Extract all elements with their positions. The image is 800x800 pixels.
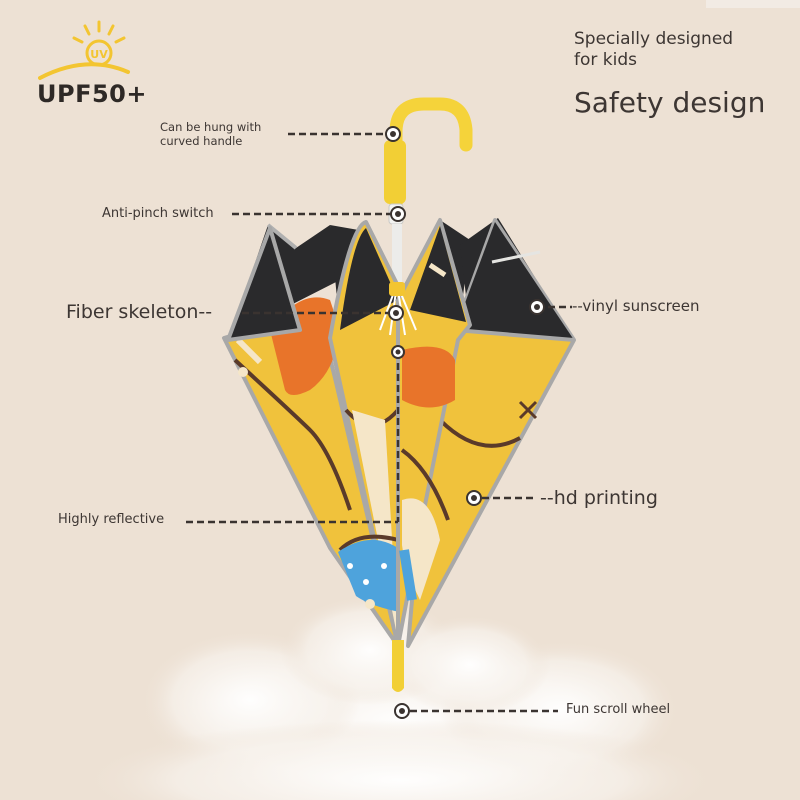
sun-uv-icon: UV (38, 20, 130, 80)
handle-callout-line1: Can be hung with (160, 120, 262, 134)
handle-grip (384, 140, 406, 204)
scroll-wheel-tip (392, 640, 404, 692)
printing-callout: --hd printing (540, 487, 658, 509)
heading-subtitle-line2: for kids (574, 50, 637, 70)
curved-handle (389, 97, 473, 222)
reflective-callout: Highly reflective (58, 512, 165, 527)
page-title: Safety design (574, 86, 766, 119)
heading-subtitle: Specially designed for kids (574, 29, 733, 71)
skeleton-callout: Fiber skeleton-- (66, 301, 213, 323)
handle-callout-line2: curved handle (160, 134, 243, 148)
heading-subtitle-line1: Specially designed (574, 29, 734, 49)
uv-text: UV (90, 48, 108, 61)
sunscreen-callout: --vinyl sunscreen (572, 297, 700, 315)
handle-callout: Can be hung with curved handle (160, 120, 261, 148)
corner-tab (706, 0, 800, 8)
upf-label: UPF50+ (37, 80, 147, 108)
switch-callout: Anti-pinch switch (102, 206, 214, 221)
sky-blue-print (338, 539, 400, 612)
wheel-callout: Fun scroll wheel (566, 702, 671, 717)
shaft-upper (392, 224, 402, 284)
